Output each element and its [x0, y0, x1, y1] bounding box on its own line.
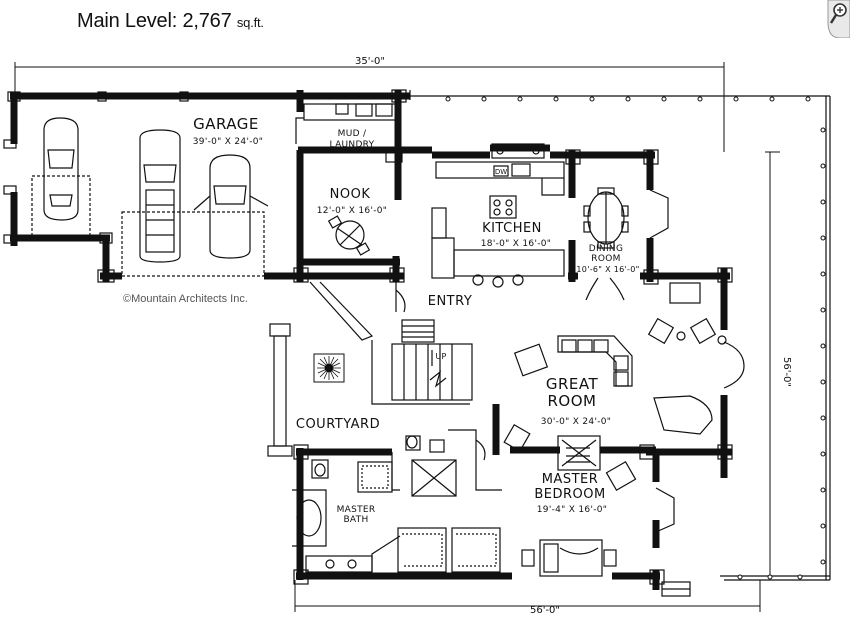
copyright-text: ©Mountain Architects Inc. [123, 293, 248, 305]
master-bedroom-label-line2: BEDROOM [534, 487, 605, 502]
nook-size: 12'-0" X 16'-0" [317, 206, 387, 216]
mud-label-line2: LAUNDRY [330, 140, 375, 150]
great-room-label-line2: ROOM [548, 392, 597, 410]
nook-label: NOOK [330, 187, 371, 202]
dishwasher-label: DW [495, 168, 507, 176]
master-bath-label-line2: BATH [343, 515, 368, 525]
zoom-icon[interactable] [826, 0, 850, 38]
courtyard-label: COURTYARD [296, 417, 380, 432]
dimension-bottom: 56'-0" [530, 605, 560, 616]
dimension-top: 35'-0" [355, 56, 385, 67]
master-bath-label-line1: MASTER [337, 505, 376, 515]
level-area: 2,767 [182, 10, 232, 32]
car-3 [193, 154, 269, 259]
dining-label-line2: ROOM [591, 254, 620, 264]
master-bedroom-size: 19'-4" X 16'-0" [537, 505, 607, 515]
dimension-right: 56'-0" [781, 357, 792, 387]
dining-size: 10'-6" X 16'-0" [576, 265, 639, 274]
dining-label-line1: DINING [589, 244, 623, 254]
area-units: sq.ft. [236, 15, 264, 30]
entry-label: ENTRY [428, 294, 473, 309]
page-title: Main Level: 2,767 sq.ft. [77, 10, 264, 33]
garage-label: GARAGE [193, 115, 259, 133]
master-bedroom-label-line1: MASTER [542, 472, 599, 487]
great-room-size: 30'-0" X 24'-0" [541, 417, 611, 427]
level-label: Main Level: [77, 10, 178, 32]
skylight-icon [313, 353, 345, 383]
car-1 [43, 117, 79, 221]
stair-up-label: UP [435, 352, 446, 361]
mud-label-line1: MUD / [338, 129, 367, 139]
kitchen-label: KITCHEN [482, 221, 542, 236]
garage-size: 39'-0" X 24'-0" [193, 137, 263, 147]
great-room-label-line1: GREAT [546, 375, 599, 393]
pickup-truck [139, 129, 181, 263]
kitchen-size: 18'-0" X 16'-0" [481, 239, 551, 249]
